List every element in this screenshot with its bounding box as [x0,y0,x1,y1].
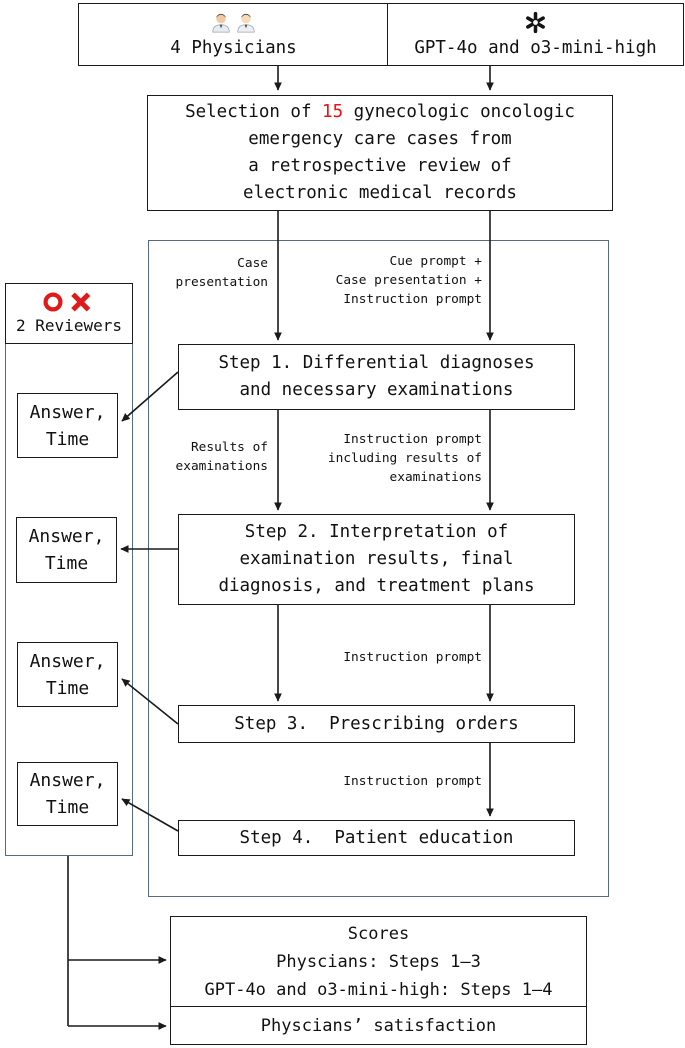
reviewers-box: 2 Reviewers [5,283,133,344]
step3-box: Step 3. Prescribing orders [178,705,575,743]
physicians-icon [210,9,257,35]
case-selection-text: Selection of 15 gynecologic oncologic em… [185,102,575,203]
case-selection-box: Selection of 15 gynecologic oncologic em… [147,95,613,211]
edge-label-cue-prompt: Cue prompt + Case presentation + Instruc… [335,254,482,307]
edge-label-instruction-with-results: Instruction prompt including results of … [327,432,482,485]
answer-time-box-3: Answer, Time [17,642,118,707]
answer-time-box-1: Answer, Time [17,393,118,458]
step4-box: Step 4. Patient education [178,820,575,856]
reviewers-label: 2 Reviewers [16,316,122,335]
edge-label-case-presentation: Case presentation [175,256,268,290]
llm-steps-container [148,240,609,897]
physician-icon [212,13,230,33]
edge-label-results-of-examinations: Results of examinations [175,440,268,474]
physicians-box: 4 Physicians [78,3,389,66]
edge-label-instruction-step3: Instruction prompt [343,650,482,665]
model-label: GPT-4o and o3-mini-high [414,38,657,58]
edge-label-instruction-step4: Instruction prompt [343,774,482,789]
physician-icon [237,13,255,33]
openai-logo-icon [526,11,545,33]
correct-incorrect-icon [43,292,91,312]
step1-box: Step 1. Differential diagnoses and neces… [178,344,575,410]
physicians-label: 4 Physicians [170,38,297,58]
model-box: GPT-4o and o3-mini-high [387,3,684,66]
answer-time-box-4: Answer, Time [17,762,118,826]
step2-box: Step 2. Interpretation of examination re… [178,514,575,605]
scores-box: Scores Physcians: Steps 1–3 GPT-4o and o… [170,916,587,1008]
case-count: 15 [322,102,344,122]
satisfaction-box: Physcians’ satisfaction [170,1006,587,1045]
answer-time-box-2: Answer, Time [16,517,117,583]
